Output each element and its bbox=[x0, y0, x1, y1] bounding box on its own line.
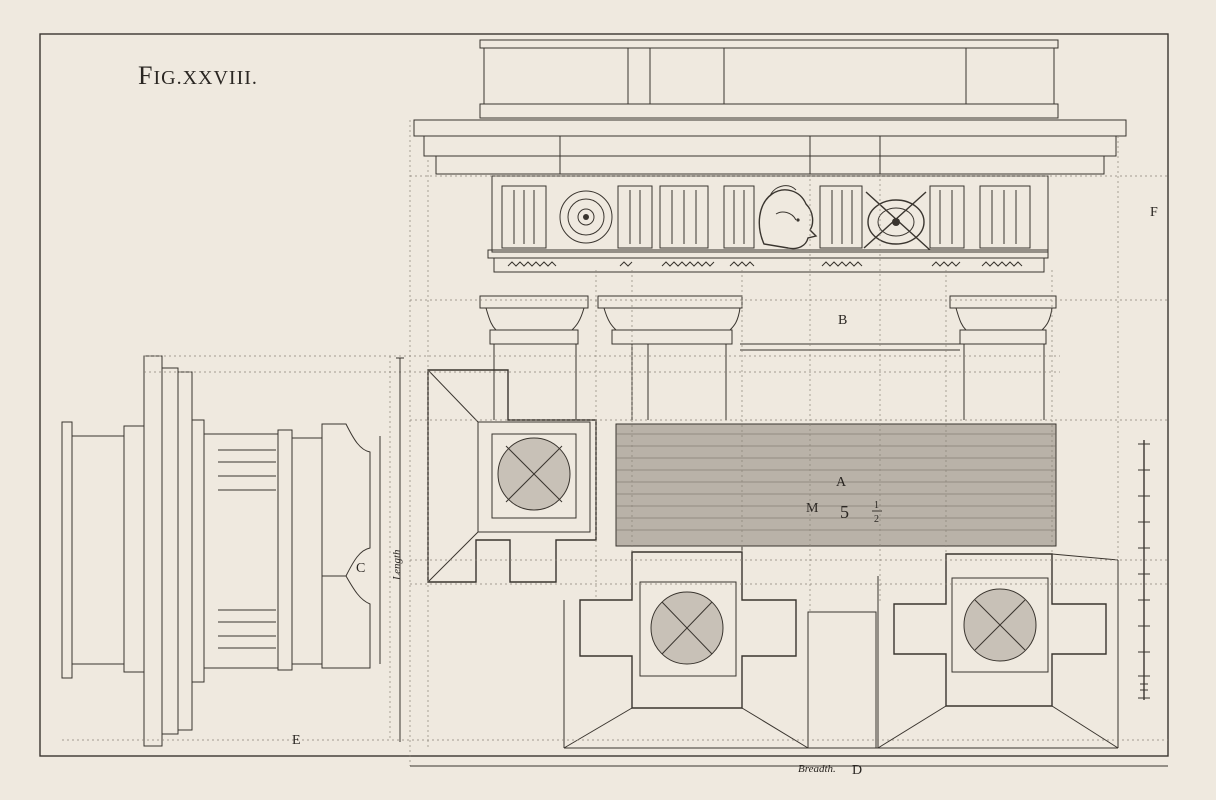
ground-plan: B A M 5 1 2 bbox=[427, 313, 1119, 749]
patera-ornament bbox=[559, 190, 613, 244]
figure-title: FIG.XXVIII. bbox=[138, 61, 258, 90]
dimension-length bbox=[396, 357, 404, 742]
trophy-shield-ornament bbox=[863, 191, 931, 251]
label-breadth: Breadth. bbox=[798, 763, 836, 775]
capitals-elevation bbox=[479, 295, 1057, 420]
side-elevation: C Length bbox=[61, 355, 403, 747]
label-d: D bbox=[852, 763, 862, 778]
helmeted-head-ornament bbox=[758, 185, 818, 250]
scale-bar bbox=[1138, 440, 1150, 700]
label-f: F bbox=[1150, 205, 1158, 220]
measure-denominator: 2 bbox=[874, 514, 879, 525]
construction-lines bbox=[62, 120, 1168, 766]
triglyphs bbox=[501, 185, 1031, 249]
measure-whole: 5 bbox=[840, 502, 849, 522]
dentil-zigzag bbox=[507, 261, 1023, 267]
label-a: A bbox=[836, 475, 847, 490]
label-b: B bbox=[838, 313, 847, 328]
figure-title-initial: F bbox=[138, 61, 153, 90]
dimension-breadth: Breadth. D bbox=[410, 763, 1168, 778]
plate-border bbox=[39, 33, 1169, 757]
wall-hatching bbox=[616, 433, 1056, 531]
label-length: Length bbox=[391, 549, 403, 581]
label-c: C bbox=[356, 561, 365, 576]
label-m: M bbox=[806, 501, 819, 516]
figure-title-rest: IG.XXVIII. bbox=[153, 67, 257, 89]
entablature-elevation bbox=[413, 39, 1127, 273]
measure-numerator: 1 bbox=[874, 500, 879, 511]
label-e: E bbox=[292, 733, 301, 748]
